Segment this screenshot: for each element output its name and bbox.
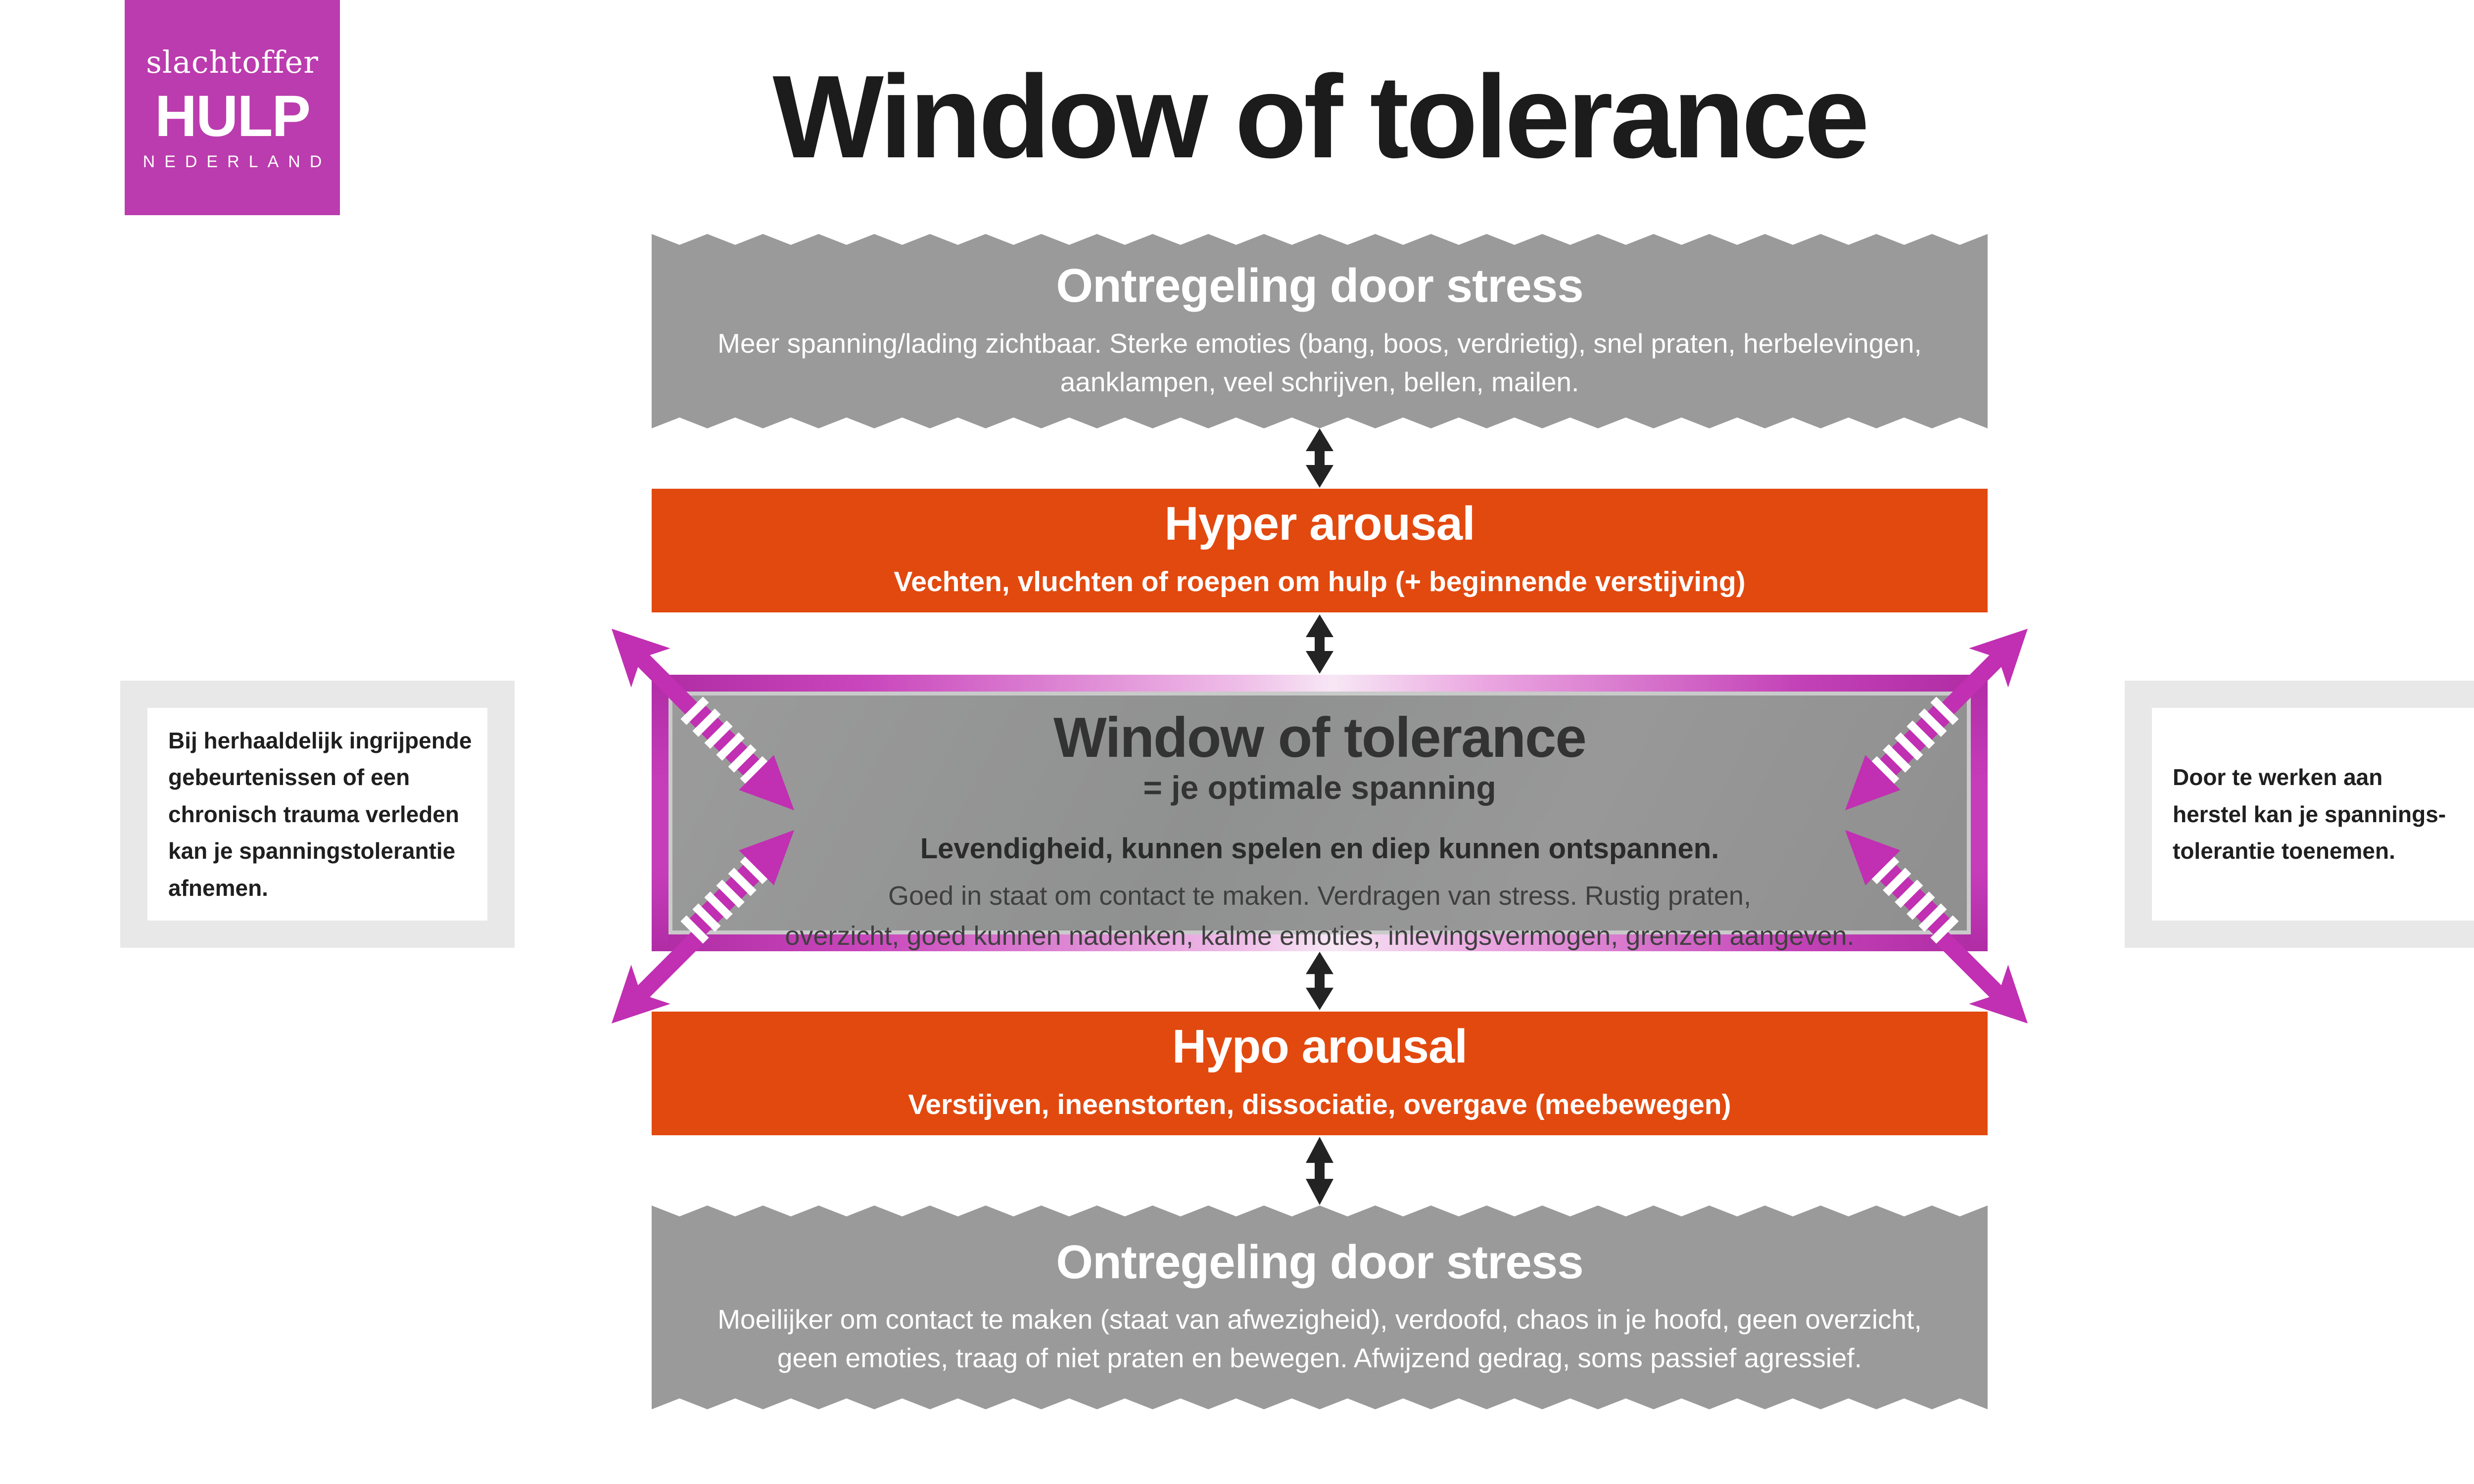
double-arrow-icon bbox=[1300, 1137, 1339, 1205]
box-title: Ontregeling door stress bbox=[1056, 1235, 1583, 1289]
box-body: Moeilijker om contact te maken (staat va… bbox=[717, 1304, 1922, 1374]
double-arrow-icon bbox=[1300, 428, 1339, 488]
window-subtitle: = je optimale spanning bbox=[1143, 769, 1496, 806]
side-note-right: Door te werken aan herstel kan je spanni… bbox=[2125, 681, 2474, 948]
logo-line-slachtoffer: slachtoffer bbox=[146, 44, 319, 80]
side-note-right-text: Door te werken aan herstel kan je spanni… bbox=[2173, 764, 2446, 864]
window-frame-right bbox=[1971, 675, 1988, 951]
box-body: Vechten, vluchten of roepen om hulp (+ b… bbox=[894, 565, 1746, 598]
box-ontregeling-door-stress-top: Ontregeling door stress Meer spanning/la… bbox=[652, 234, 1988, 428]
side-note-right-panel: Door te werken aan herstel kan je spanni… bbox=[2152, 708, 2474, 921]
box-body: Verstijven, ineenstorten, dissociatie, o… bbox=[908, 1088, 1731, 1120]
window-title: Window of tolerance bbox=[1053, 706, 1587, 769]
box-title: Hypo arousal bbox=[1172, 1020, 1468, 1073]
box-hyper-arousal: Hyper arousal Vechten, vluchten of roepe… bbox=[652, 489, 1988, 612]
logo-line-nederland: NEDERLAND bbox=[143, 152, 332, 171]
box-hypo-arousal: Hypo arousal Verstijven, ineenstorten, d… bbox=[652, 1012, 1988, 1135]
expand-arrows-graphic bbox=[612, 629, 2028, 1023]
double-arrow-icon bbox=[1300, 614, 1339, 674]
box-title: Hyper arousal bbox=[1164, 497, 1475, 551]
slachtofferhulp-logo: slachtoffer HULP NEDERLAND bbox=[125, 0, 340, 215]
side-note-left: Bij herhaaldelijk ingrijpende gebeurteni… bbox=[120, 681, 515, 948]
box-body: Meer spanning/lading zichtbaar. Sterke e… bbox=[717, 327, 1922, 397]
page-title: Window of tolerance bbox=[772, 51, 1869, 183]
side-note-left-text: Bij herhaaldelijk ingrijpende gebeurteni… bbox=[168, 727, 472, 901]
window-body: Goed in staat om contact te maken. Verdr… bbox=[785, 881, 1855, 951]
box-title: Ontregeling door stress bbox=[1056, 259, 1583, 312]
window-frame-top bbox=[652, 675, 1988, 692]
window-frame-bottom bbox=[652, 934, 1988, 951]
double-arrow-glyph bbox=[1306, 614, 1333, 674]
box-window-of-tolerance: Window of tolerance = je optimale spanni… bbox=[652, 675, 1988, 951]
double-arrow-glyph bbox=[1306, 428, 1333, 488]
window-inner-panel: Window of tolerance = je optimale spanni… bbox=[668, 692, 1971, 951]
side-note-left-panel: Bij herhaaldelijk ingrijpende gebeurteni… bbox=[147, 708, 487, 921]
window-highlight: Levendigheid, kunnen spelen en diep kunn… bbox=[920, 832, 1719, 865]
double-arrow-glyph bbox=[1306, 1137, 1333, 1205]
window-frame-left bbox=[652, 675, 668, 951]
box-ontregeling-door-stress-bottom: Ontregeling door stress Moeilijker om co… bbox=[652, 1206, 1988, 1409]
tolerance-expand-arrows bbox=[569, 584, 2070, 1049]
double-arrow-glyph bbox=[1306, 952, 1333, 1010]
logo-line-hulp: HULP bbox=[154, 83, 311, 149]
double-arrow-icon bbox=[1300, 952, 1339, 1010]
